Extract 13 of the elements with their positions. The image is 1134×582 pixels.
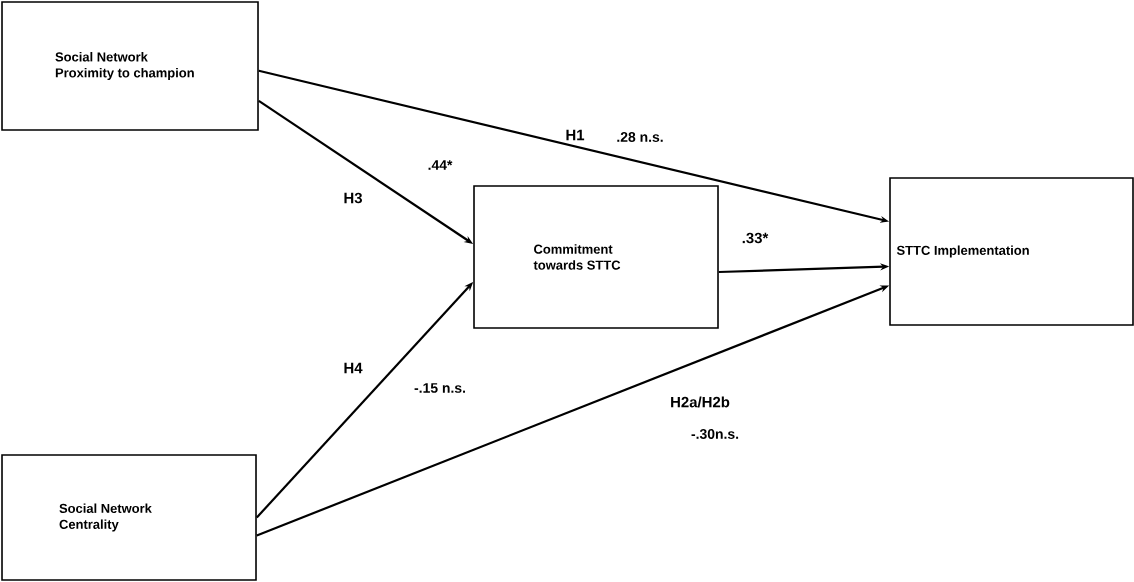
coefficient-label: -.30n.s. [691,429,739,439]
coefficient-label: .44* [428,160,453,170]
coefficient-label: -.15 n.s. [414,383,465,393]
coefficient-label: .28 n.s. [617,132,663,142]
node-box: STTC Implementation [889,177,1134,326]
edge-label: H2a/H2b [671,396,730,408]
node-box: Social Network Centrality [1,454,257,581]
edge-label: .33* [742,232,769,244]
node-box: Social Network Proximity to champion [1,1,259,131]
node-box: Commitment towards STTC [473,185,719,329]
edge-label: H4 [344,362,363,374]
edge-label: H3 [344,192,362,204]
edge-label: H1 [566,129,585,141]
